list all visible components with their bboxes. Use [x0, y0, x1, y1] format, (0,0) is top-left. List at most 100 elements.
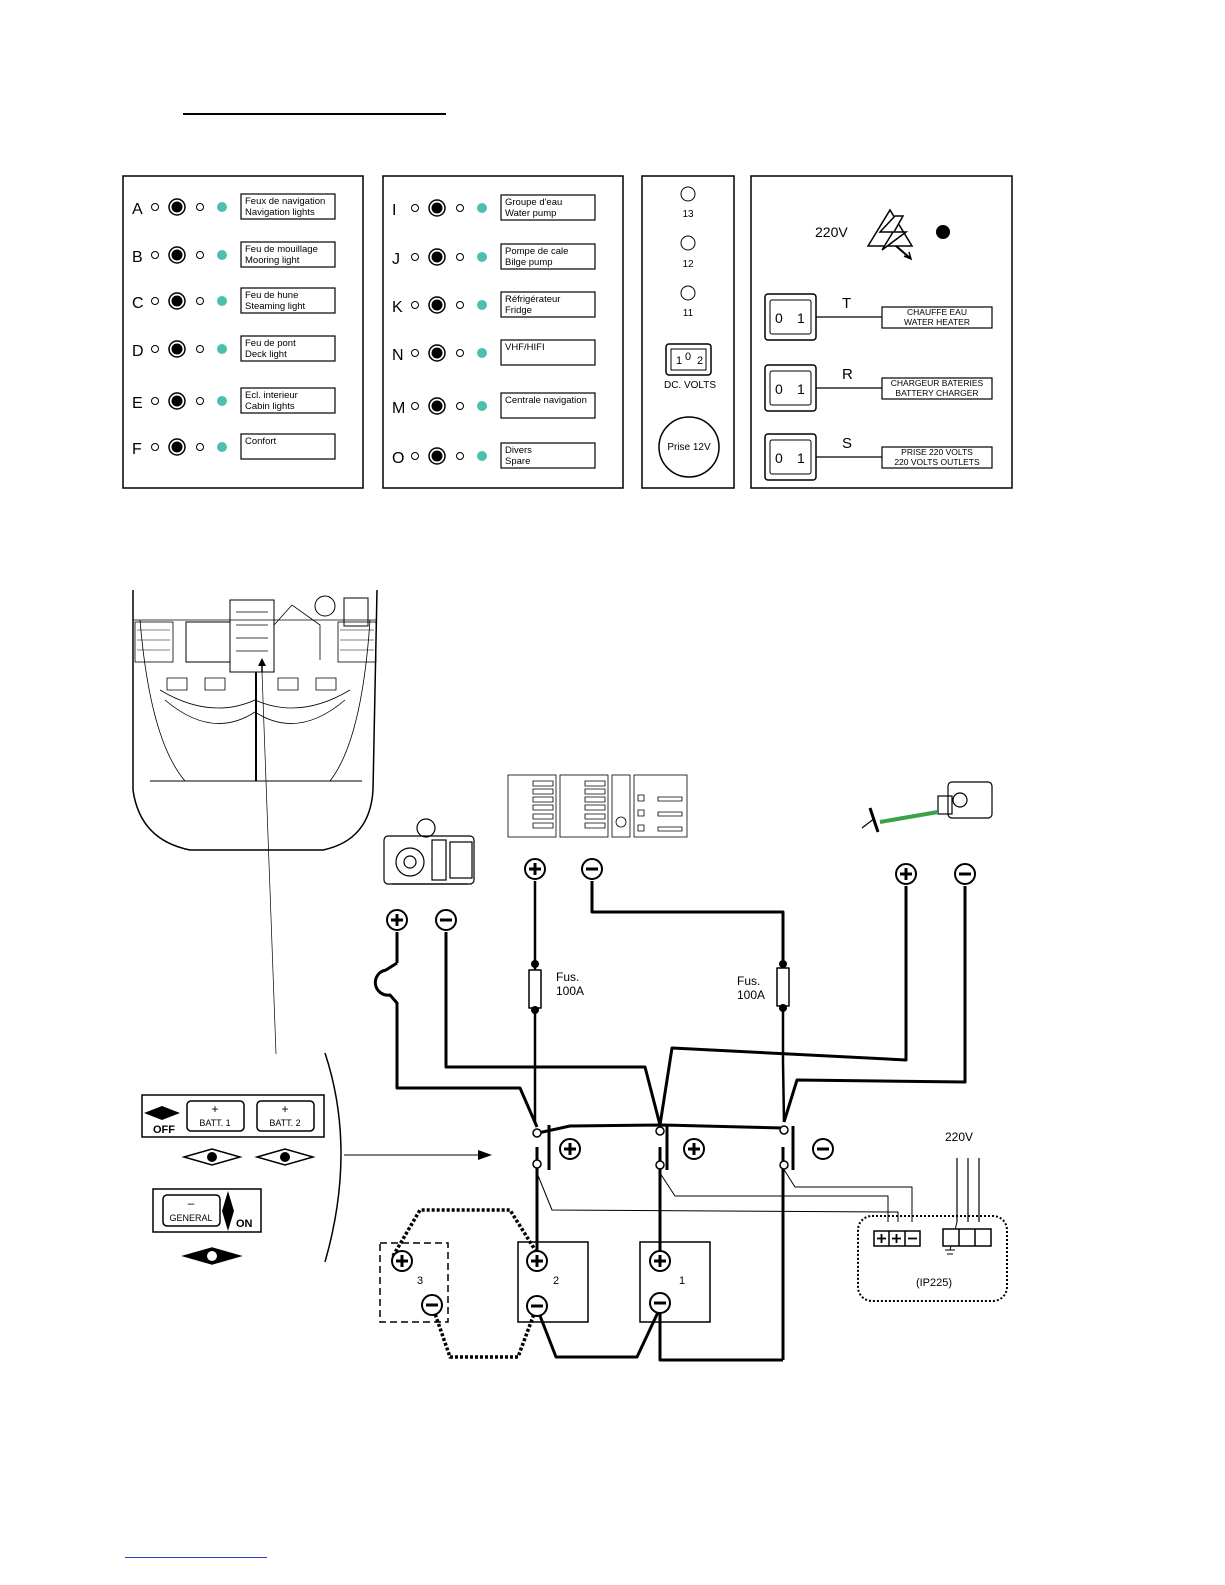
switch-label-en: Bilge pump — [505, 257, 553, 268]
voltmeter-panel: 13 12 11 1 0 2 DC. VOLTS Prise 12V — [641, 175, 735, 489]
off-lamp-icon — [196, 397, 204, 405]
engine-icon — [861, 781, 993, 833]
battery-3-negative — [420, 1293, 444, 1317]
switch-label-fr: Feu de hune — [245, 290, 298, 301]
bracket — [324, 1052, 342, 1263]
selector-position-0: 0 — [685, 351, 691, 363]
selector-position-1: 1 — [676, 355, 682, 367]
switch-label-fr: Réfrigérateur — [505, 294, 560, 305]
switch-batt1-positive — [682, 1137, 706, 1161]
off-lamp-icon — [456, 204, 464, 212]
general-label: GENERAL — [169, 1213, 212, 1223]
batt2-switch[interactable]: + BATT. 2 — [256, 1100, 315, 1132]
high-voltage-icon — [866, 208, 914, 261]
fuse-right-rating: 100A — [737, 988, 765, 1002]
off-lamp-icon — [456, 253, 464, 261]
switch-letter: B — [132, 249, 143, 266]
status-led-icon — [217, 344, 227, 354]
batt1-label: BATT. 1 — [199, 1118, 230, 1128]
breaker-off-mark: 0 — [775, 381, 783, 397]
switch-label-fr: Pompe de cale — [505, 246, 568, 257]
panels-positive-terminal — [523, 857, 547, 881]
fuse-left-label: Fus. — [556, 970, 579, 984]
battery-number: 3 — [417, 1275, 423, 1287]
off-lamp-icon — [151, 345, 159, 353]
breaker-off-mark: 0 — [775, 310, 783, 326]
switch-label-en: Fridge — [505, 305, 532, 316]
off-lamp-icon — [411, 301, 419, 309]
batt1-indicator-icon — [181, 1148, 243, 1166]
switch-label-en: Deck light — [245, 349, 287, 360]
switch-label-fr: Ecl. interieur — [245, 390, 298, 401]
switch-label-box — [500, 392, 596, 419]
switch-label-en: Cabin lights — [245, 401, 295, 412]
general-switch[interactable]: – GENERAL — [162, 1194, 221, 1227]
off-lamp-icon — [411, 452, 419, 460]
status-led-icon — [217, 202, 227, 212]
battery-1-negative — [648, 1291, 672, 1315]
switch-label-fr: Confort — [245, 436, 277, 447]
fuse-left-rating: 100A — [556, 984, 584, 998]
on-direction-icon — [222, 1191, 234, 1231]
switch-letter: K — [392, 299, 403, 316]
batt2-indicator-icon — [254, 1148, 316, 1166]
switch-label-box — [500, 194, 596, 221]
breaker-letter: S — [842, 435, 852, 452]
off-direction-icon — [144, 1106, 180, 1120]
switch-label-fr: Feu de mouillage — [245, 244, 318, 255]
batt2-label: BATT. 2 — [269, 1118, 300, 1128]
battery-switch-contacts — [531, 960, 789, 1170]
switch-label-fr: Groupe d'eau — [505, 197, 562, 208]
volt-selector-switch[interactable]: 1 0 2 — [665, 343, 712, 376]
on-label: ON — [236, 1218, 253, 1230]
indicator-label: 12 — [682, 259, 694, 270]
status-led-icon — [217, 442, 227, 452]
off-lamp-icon — [196, 345, 204, 353]
ac-voltage-label: 220V — [815, 224, 848, 240]
switch-letter: I — [392, 202, 396, 219]
switch-letter: C — [132, 295, 144, 312]
off-lamp-icon — [196, 203, 204, 211]
off-lamp-icon — [151, 443, 159, 451]
dc-volts-label: DC. VOLTS — [664, 380, 716, 391]
breaker-label-box — [881, 377, 993, 400]
switch-label-en: Steaming light — [245, 301, 306, 312]
off-lamp-icon — [456, 301, 464, 309]
title-underline — [183, 113, 446, 115]
batt1-switch[interactable]: + BATT. 1 — [186, 1100, 245, 1132]
status-led-icon — [477, 348, 487, 358]
switch-label-box — [240, 335, 336, 362]
status-led-icon — [217, 296, 227, 306]
battery-1-positive — [648, 1249, 672, 1273]
mains-voltage-label: 220V — [945, 1130, 973, 1144]
status-led-icon — [217, 396, 227, 406]
battery-number: 2 — [553, 1275, 559, 1287]
engine-negative-terminal — [953, 862, 977, 886]
off-lamp-icon — [151, 297, 159, 305]
off-lamp-icon — [411, 349, 419, 357]
switch-general-negative — [811, 1137, 835, 1161]
breaker-off-mark: 0 — [775, 450, 783, 466]
switch-label-box — [500, 243, 596, 270]
12v-socket[interactable] — [658, 416, 720, 478]
off-lamp-icon — [196, 251, 204, 259]
battery-charger: (IP225) — [857, 1215, 1008, 1302]
off-lamp-icon — [196, 297, 204, 305]
switch-label-en: Water pump — [505, 208, 556, 219]
battery-3-positive — [390, 1249, 414, 1273]
